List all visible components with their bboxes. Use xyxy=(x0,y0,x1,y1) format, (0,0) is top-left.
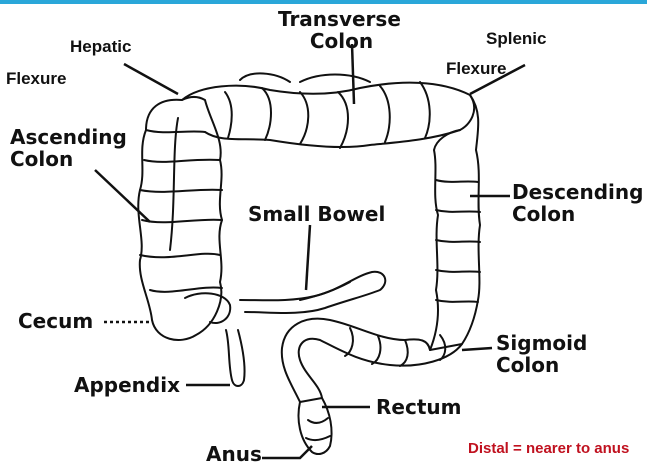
small-bowel xyxy=(240,272,385,313)
label-sigmoid-colon: Sigmoid Colon xyxy=(496,332,587,376)
descending-colon xyxy=(430,95,480,350)
label-cecum: Cecum xyxy=(18,310,93,332)
leader-anus xyxy=(262,446,312,458)
leader-small-bowel xyxy=(306,225,310,290)
label-transverse-colon: Transverse Colon xyxy=(278,8,401,52)
leader-transverse xyxy=(352,44,354,104)
label-appendix: Appendix xyxy=(74,374,180,396)
leader-hepatic xyxy=(124,64,178,94)
label-anus: Anus xyxy=(206,443,262,465)
appendix xyxy=(226,330,245,386)
label-ascending-colon: Ascending Colon xyxy=(10,126,127,170)
distal-note: Distal = nearer to anus xyxy=(468,440,629,457)
label-rectum: Rectum xyxy=(376,396,461,418)
label-splenic-flexure: Flexure xyxy=(446,60,506,79)
label-hepatic: Hepatic xyxy=(70,38,131,57)
label-hepatic-flexure: Flexure xyxy=(6,70,66,89)
label-descending-colon: Descending Colon xyxy=(512,181,643,225)
label-small-bowel: Small Bowel xyxy=(248,203,385,225)
label-splenic: Splenic xyxy=(486,30,546,49)
leader-sigmoid xyxy=(462,348,492,350)
